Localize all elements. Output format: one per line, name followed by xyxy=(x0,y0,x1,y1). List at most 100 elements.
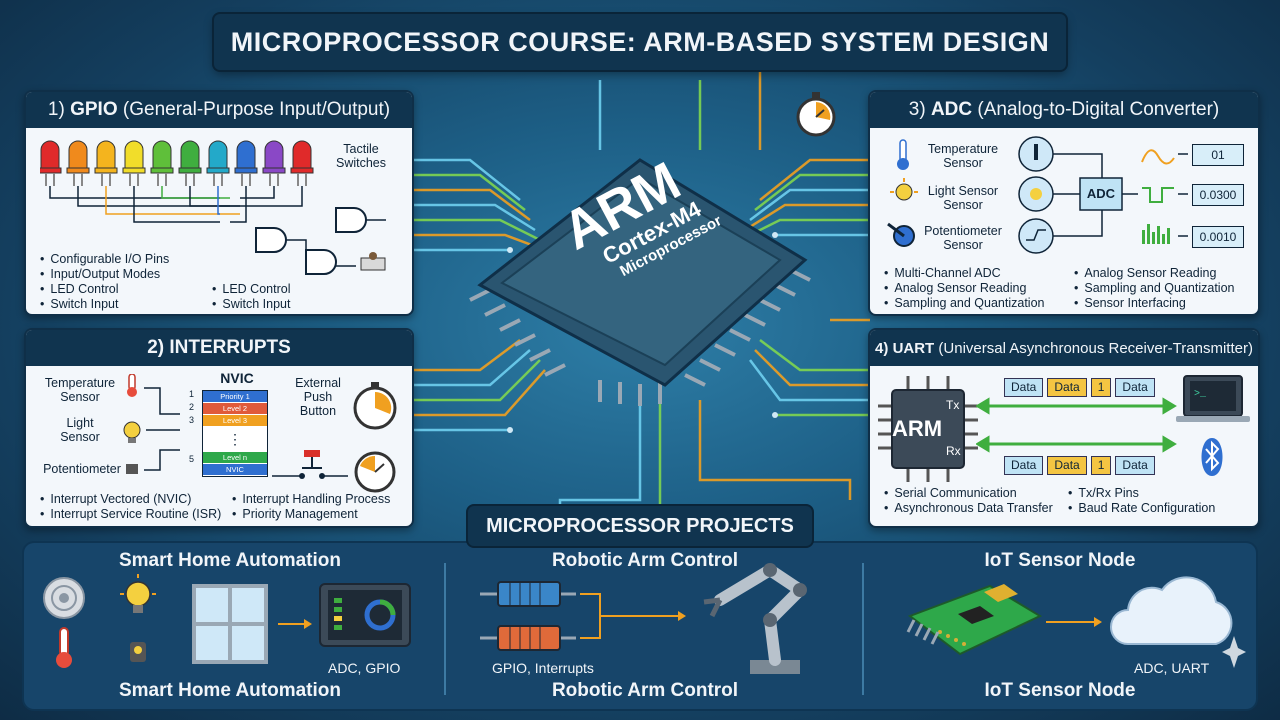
frame-cell: Data xyxy=(1115,456,1155,475)
uart-head-rest: (Universal Asynchronous Receiver-Transmi… xyxy=(938,339,1253,357)
uart-chip-label: ARM xyxy=(892,416,943,441)
led-array xyxy=(40,140,314,223)
led-icon xyxy=(178,140,240,207)
project-title-robotic-arm: Robotic Arm Control xyxy=(551,550,739,571)
iot-node-illustration xyxy=(906,576,1246,668)
timer-icons xyxy=(353,382,397,493)
uart-header: 4) UART (Universal Asynchronous Receiver… xyxy=(870,330,1258,366)
frame-cell: 1 xyxy=(1090,456,1112,475)
gpio-bullet: Configurable I/O Pins xyxy=(40,252,169,267)
led-icon xyxy=(150,140,230,199)
project-footer-robotic-arm: Robotic Arm Control xyxy=(551,680,739,701)
gpio-bullet: LED Control xyxy=(212,282,290,297)
gpio-bullet: LED Control xyxy=(40,282,169,297)
nvic-row: ⋮ xyxy=(203,427,267,452)
interrupts-bullet: Interrupt Service Routine (ISR) xyxy=(40,507,221,522)
project-title-smart-home: Smart Home Automation xyxy=(118,550,342,571)
external-button-label: External Push Button xyxy=(295,376,341,418)
led-icon xyxy=(94,140,240,215)
adc-output: 01 xyxy=(1192,144,1244,166)
adc-bullet: Multi-Channel ADC xyxy=(884,266,1045,281)
sensor-icons xyxy=(123,374,180,474)
gpio-num: 1) xyxy=(47,99,65,120)
adc-output: 0.0010 xyxy=(1192,226,1244,248)
nvic-row: Level 2 xyxy=(203,403,267,415)
uart-bullet: Tx/Rx Pins xyxy=(1068,486,1215,501)
interrupts-panel: 2) INTERRUPTS Temperature Sensor Light S… xyxy=(24,328,414,528)
smart-home-illustration xyxy=(43,574,411,668)
adc-bullet: Analog Sensor Reading xyxy=(1074,266,1235,281)
nvic-row: Level n xyxy=(203,452,267,464)
led-icon xyxy=(240,140,286,199)
adc-bullet: Analog Sensor Reading xyxy=(884,281,1045,296)
title-banner: MICROPROCESSOR COURSE: ARM-BASED SYSTEM … xyxy=(214,14,1066,70)
line-number: 3 xyxy=(188,415,194,425)
source-potentiometer: Potentiometer xyxy=(43,462,121,476)
project-note-iot-node: ADC, UART xyxy=(1134,660,1210,676)
adc-output: 0.0300 xyxy=(1192,184,1244,206)
uart-links: >_ xyxy=(976,375,1250,476)
gpio-panel: 1) GPIO (General-Purpose Input/Output) T… xyxy=(24,90,414,316)
nvic-row: Priority 1 xyxy=(203,391,267,403)
interrupts-bullets-left: Interrupt Vectored (NVIC) Interrupt Serv… xyxy=(40,492,221,522)
led-icon xyxy=(66,140,230,207)
frame-cell: Data xyxy=(1115,378,1155,397)
line-number: 1 xyxy=(188,389,194,399)
project-footer-iot-node: IoT Sensor Node xyxy=(984,680,1136,701)
adc-bullet: Sensor Interfacing xyxy=(1074,296,1235,311)
frame-cell: Data xyxy=(1047,378,1087,397)
adc-bullet: Sampling and Quantization xyxy=(884,296,1044,311)
interrupts-bullets-right: Interrupt Handling Process Priority Mana… xyxy=(232,492,390,522)
robotic-arm-illustration xyxy=(480,563,807,674)
gpio-bullet: Switch Input xyxy=(212,297,290,312)
adc-bullets-right: Analog Sensor Reading Sampling and Quant… xyxy=(1074,266,1235,311)
adc-sensor-potentiometer: Potentiometer Sensor xyxy=(924,224,1002,252)
adc-header: 3) ADC (Analog-to-Digital Converter) xyxy=(870,92,1258,128)
interrupts-head: INTERRUPTS xyxy=(169,337,291,358)
stopwatch-icon xyxy=(796,92,836,137)
gpio-head-rest: (General-Purpose Input/Output) xyxy=(122,99,391,120)
frame-cell: Data xyxy=(1004,456,1044,475)
adc-panel: 3) ADC (Analog-to-Digital Converter) xyxy=(868,90,1260,316)
project-note-robotic-arm: GPIO, Interrupts xyxy=(492,660,594,676)
uart-bullet: Serial Communication xyxy=(884,486,1053,501)
interrupts-bullet: Priority Management xyxy=(232,507,390,522)
nvic-title: NVIC xyxy=(220,370,254,386)
frame-cell: 1 xyxy=(1090,378,1112,397)
adc-sensor-temperature: Temperature Sensor xyxy=(927,142,999,170)
page-title: MICROPROCESSOR COURSE: ARM-BASED SYSTEM … xyxy=(230,26,1050,57)
interrupts-bullet: Interrupt Handling Process xyxy=(232,492,390,507)
adc-num: 3) xyxy=(908,99,926,120)
arm-chip xyxy=(469,158,811,406)
interrupts-bullet: Interrupt Vectored (NVIC) xyxy=(40,492,221,507)
gpio-head: GPIO xyxy=(70,99,118,120)
push-button-icon xyxy=(272,450,348,479)
line-number: 5 xyxy=(188,454,194,464)
interrupts-header: 2) INTERRUPTS xyxy=(26,330,412,366)
uart-bullets-right: Tx/Rx Pins Baud Rate Configuration xyxy=(1068,486,1215,516)
uart-num: 4) xyxy=(875,339,889,357)
uart-panel: 4) UART (Universal Asynchronous Receiver… xyxy=(868,328,1260,528)
adc-diagram xyxy=(887,136,1188,254)
gpio-header: 1) GPIO (General-Purpose Input/Output) xyxy=(26,92,412,128)
adc-head-rest: (Analog-to-Digital Converter) xyxy=(977,99,1220,120)
led-icon xyxy=(206,140,230,215)
gpio-bullet: Input/Output Modes xyxy=(40,267,169,282)
led-icon xyxy=(122,140,220,223)
gpio-bullet: Switch Input xyxy=(40,297,169,312)
uart-bullets-left: Serial Communication Asynchronous Data T… xyxy=(884,486,1053,516)
adc-block: ADC xyxy=(1086,186,1116,201)
gpio-bullets-right: LED Control Switch Input xyxy=(212,282,290,312)
switch-label: Tactile Switches xyxy=(335,142,387,170)
nvic-line-numbers: 1 2 3 5 xyxy=(182,388,194,466)
uart-bullet: Asynchronous Data Transfer xyxy=(884,501,1052,516)
uart-head: UART xyxy=(892,339,935,357)
logic-gates xyxy=(255,207,386,275)
uart-tx-label: Tx xyxy=(946,398,960,412)
projects-banner: MICROPROCESSOR PROJECTS xyxy=(468,506,812,546)
source-temperature: Temperature Sensor xyxy=(44,376,116,404)
frame-cell: Data xyxy=(1047,456,1087,475)
frame-cell: Data xyxy=(1004,378,1044,397)
